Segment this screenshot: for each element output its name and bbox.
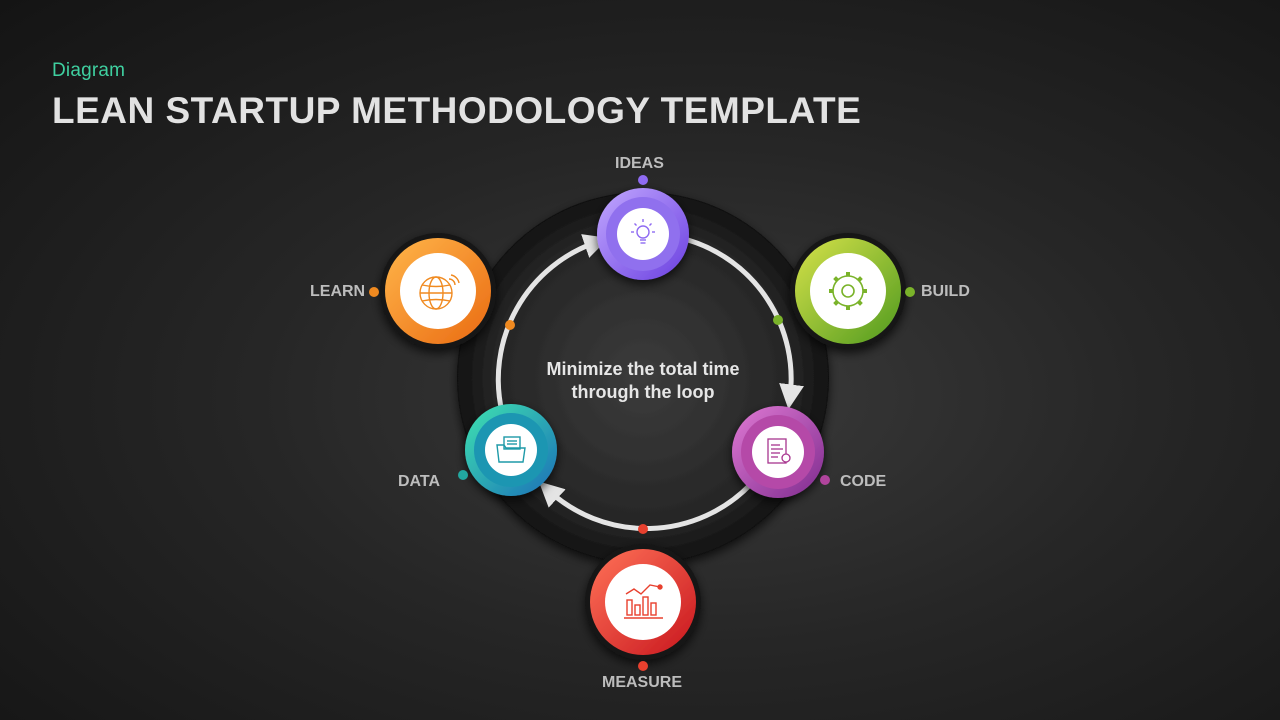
dot-code (820, 475, 830, 485)
label-build: BUILD (921, 283, 970, 300)
dot-ideas (638, 175, 648, 185)
dot-data (458, 470, 468, 480)
stage-ideas (597, 188, 689, 280)
document-icon (767, 438, 791, 464)
arrow-ideas-to-code (685, 237, 804, 410)
label-data: DATA (398, 473, 441, 490)
center-caption: Minimize the total time through the loop (513, 358, 773, 404)
dot-measure (638, 661, 648, 671)
folder-icon (496, 436, 526, 463)
stage-learn (380, 233, 496, 349)
ring-dot-learn (505, 320, 515, 330)
gear-icon (829, 272, 867, 310)
globe-icon (419, 274, 460, 310)
label-code: CODE (840, 473, 887, 490)
dot-build (905, 287, 915, 297)
label-ideas: IDEAS (615, 155, 664, 172)
chart-icon (624, 584, 663, 619)
subtitle: Diagram (52, 60, 126, 81)
stage-code (732, 406, 824, 498)
page-title: LEAN STARTUP METHODOLOGY TEMPLATE (52, 90, 862, 131)
label-learn: LEARN (310, 283, 366, 300)
label-measure: MEASURE (602, 674, 683, 691)
arrow-code-to-data (538, 481, 753, 532)
arrow-data-to-ideas (495, 234, 609, 415)
stage-build (790, 233, 906, 349)
ring-dot-build (773, 315, 783, 325)
ring-dot-measure (638, 524, 648, 534)
center-caption-line2: through the loop (571, 382, 715, 402)
lightbulb-icon (631, 219, 655, 244)
loop-ring (495, 234, 804, 532)
center-caption-line1: Minimize the total time (546, 359, 740, 379)
stage-data (465, 404, 557, 496)
dot-learn (369, 287, 379, 297)
